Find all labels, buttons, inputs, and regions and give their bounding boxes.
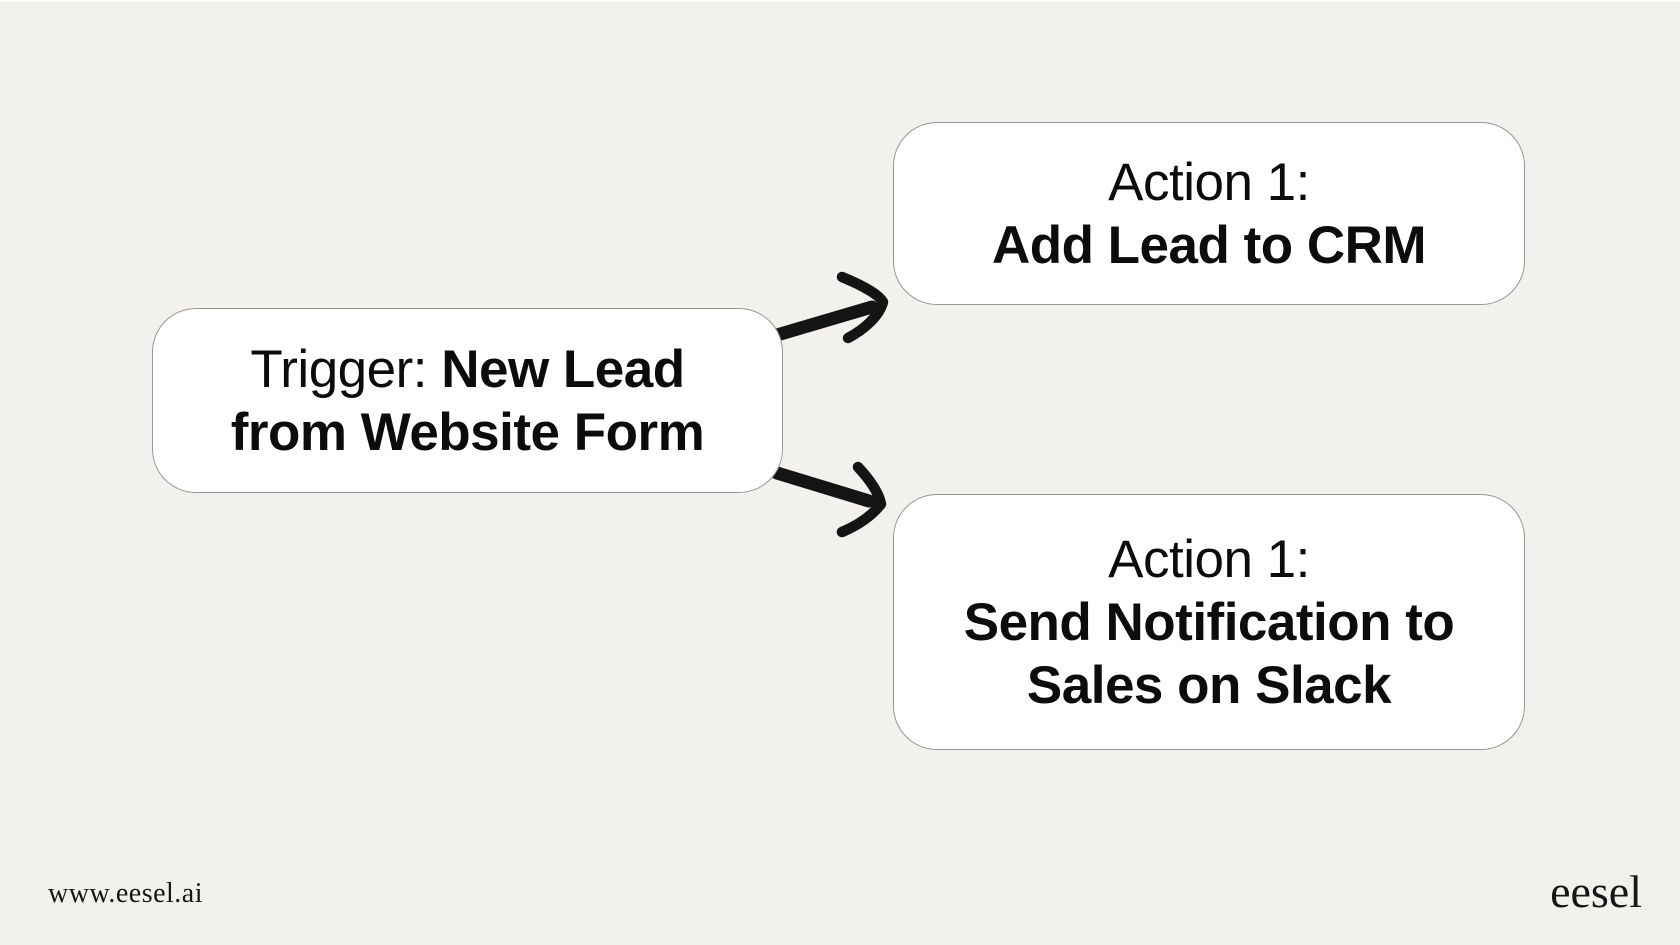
arrow-trigger-to-action1-icon bbox=[770, 271, 889, 344]
top-edge-strip bbox=[0, 0, 1680, 2]
action1-label-prefix: Action 1: bbox=[1108, 152, 1310, 212]
action-box-add-lead-to-crm: Action 1: Add Lead to CRM bbox=[893, 122, 1525, 305]
action2-label-bold: Send Notification to Sales on Slack bbox=[963, 592, 1455, 715]
arrow-trigger-to-action2-icon bbox=[770, 461, 887, 538]
action1-label-bold: Add Lead to CRM bbox=[991, 215, 1427, 275]
trigger-box-label: Trigger: New Lead from Website Form bbox=[198, 338, 738, 464]
trigger-label-bold: New Lead from Website Form bbox=[230, 339, 705, 462]
action2-label-prefix: Action 1: bbox=[1108, 529, 1310, 589]
action-box-send-notification: Action 1: Send Notification to Sales on … bbox=[893, 494, 1525, 750]
website-url: www.eesel.ai bbox=[48, 878, 204, 909]
trigger-box: Trigger: New Lead from Website Form bbox=[152, 308, 783, 493]
trigger-label-prefix: Trigger: bbox=[250, 339, 427, 399]
brand-logo: eesel bbox=[1550, 866, 1642, 917]
